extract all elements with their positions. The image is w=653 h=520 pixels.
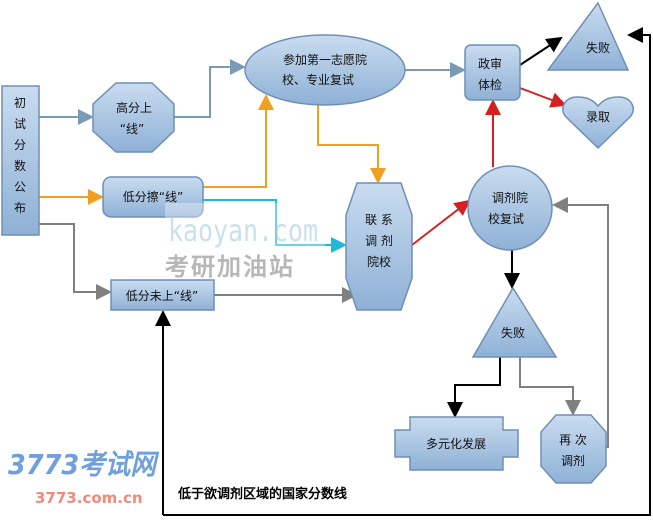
node-below-label: 低分未上“线”: [126, 289, 198, 303]
node-check: [464, 44, 521, 101]
node-below-score: [110, 279, 215, 311]
node-high-score: [92, 82, 175, 153]
start-char: 初: [14, 96, 26, 110]
watermark-name: 考研加油站: [165, 253, 295, 281]
logo-3773: 3773考试网: [8, 448, 160, 481]
arrow-contact-retest: [411, 199, 471, 246]
node-start-label: 初 试 分 数 公 布: [14, 96, 26, 215]
arrow-check-fail: [519, 36, 563, 66]
logo-url: 3773.com.cn: [35, 489, 143, 507]
node-first-label-2: 校、专业复试: [282, 72, 354, 87]
node-readjust: [540, 414, 607, 484]
arrow-check-admit: [519, 87, 567, 108]
node-readjust-label: 再 次: [559, 433, 587, 447]
start-char: 数: [14, 158, 26, 173]
node-high-label-2: “线”: [120, 122, 144, 136]
arrow-first-contact: [317, 105, 386, 184]
arrow-loop-fail: [163, 27, 651, 516]
arrow-edge-contact: [203, 199, 347, 253]
start-char: 公: [14, 180, 26, 194]
node-start: [1, 85, 40, 236]
start-char: 布: [14, 201, 26, 215]
node-retest-label: 调剂院: [492, 190, 528, 205]
loop-note: 低于欲调剂区域的国家分数线: [177, 486, 347, 502]
node-retest-label-2: 校复试: [488, 211, 524, 226]
node-fail-top: [546, 1, 630, 71]
watermark-box: [165, 203, 325, 249]
arrow-readjust-retest: [552, 197, 609, 448]
node-edge-label: 低分擦“线”: [123, 190, 183, 204]
node-contact-label-2: 调 剂: [365, 233, 393, 248]
watermark-site: kaoyan.com: [168, 214, 318, 249]
arrow-fail-readjust: [519, 357, 581, 416]
node-first-choice: [244, 34, 406, 106]
node-contact-label: 联 系: [365, 213, 393, 227]
start-char: 试: [14, 116, 26, 131]
node-fail-mid-label: 失败: [501, 325, 525, 340]
node-diversify: [394, 416, 519, 471]
start-char: 分: [14, 138, 26, 152]
node-diversify-label: 多元化发展: [426, 436, 486, 451]
node-contact-label-3: 院校: [367, 254, 391, 269]
node-admit-label: 录取: [586, 110, 610, 124]
node-check-label-2: 体检: [478, 77, 502, 92]
node-edge-score: [102, 176, 204, 218]
node-contact: [345, 182, 413, 311]
arrow-start-below: [39, 223, 112, 300]
node-adjust-retest: [467, 165, 553, 251]
node-admit-heart: [562, 96, 634, 150]
node-high-label: 高分上: [116, 100, 152, 115]
node-check-label: 政审: [478, 56, 502, 71]
arrow-fail-diversify: [447, 357, 501, 418]
arrow-high-first: [174, 59, 246, 118]
node-fail-top-label: 失败: [586, 40, 610, 55]
node-fail-mid: [471, 286, 558, 358]
node-first-label: 参加第一志愿院: [283, 52, 367, 67]
arrow-edge-first: [203, 94, 274, 188]
node-readjust-label-2: 调剂: [561, 453, 585, 468]
